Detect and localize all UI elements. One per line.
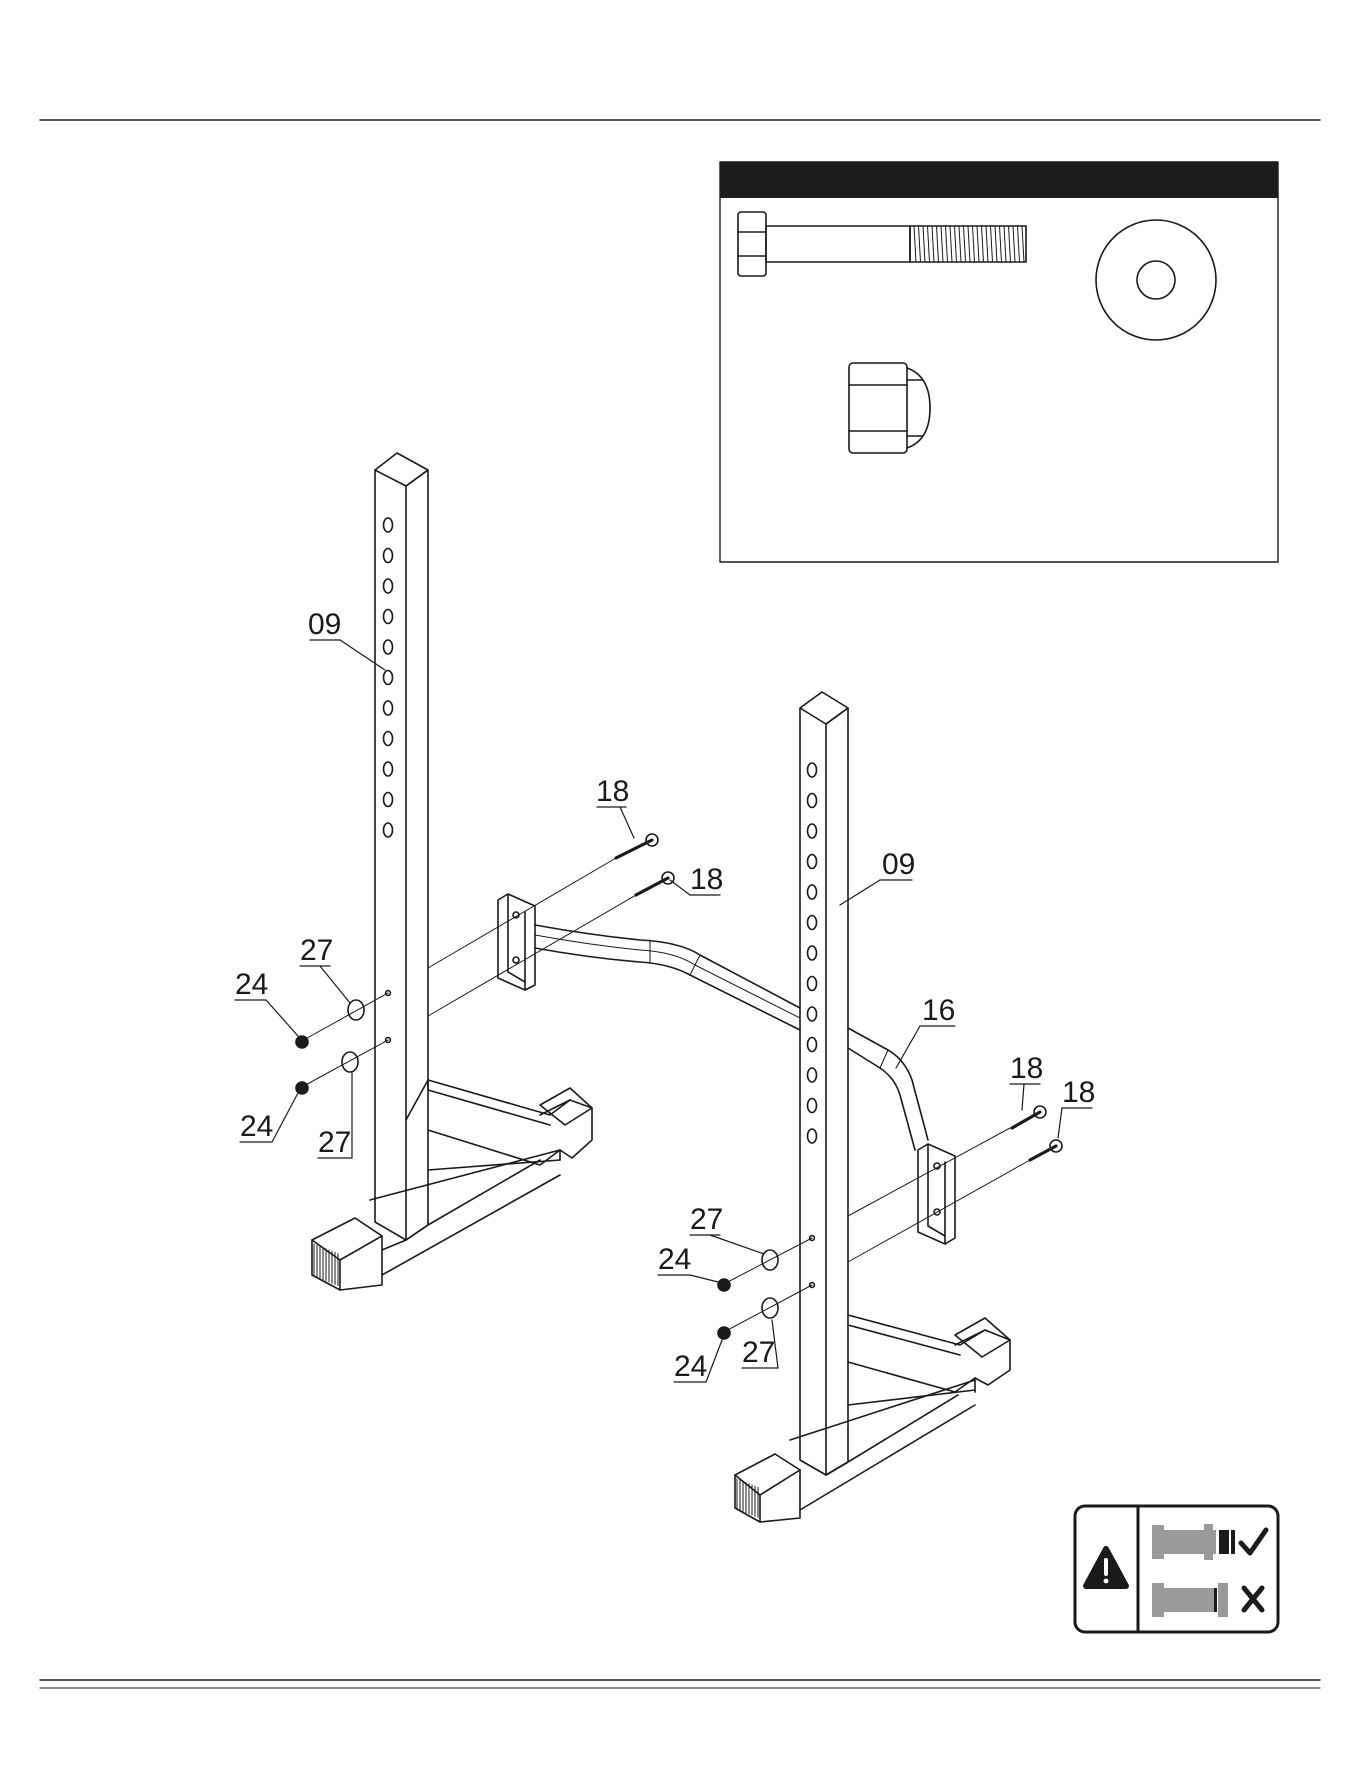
bolt-18-a xyxy=(616,834,658,858)
thread-line xyxy=(955,226,957,262)
upright-hole xyxy=(384,518,393,532)
thread-line xyxy=(1013,226,1015,262)
label-18-a: 18 xyxy=(596,775,629,808)
bolt-18-c xyxy=(1012,1106,1046,1128)
upright-hole xyxy=(808,1038,817,1052)
upright-hole xyxy=(808,855,817,869)
label-27-d: 27 xyxy=(742,1336,775,1369)
label-18-d: 18 xyxy=(1062,1076,1095,1109)
upright-hole xyxy=(808,794,817,808)
upright-hole xyxy=(808,1129,817,1143)
label-27-a: 27 xyxy=(300,934,333,967)
right-upright xyxy=(735,692,1010,1522)
thread-line xyxy=(923,226,925,262)
upright-hole xyxy=(808,824,817,838)
upright-hole xyxy=(384,579,393,593)
thread-line xyxy=(950,226,952,262)
upright-hole xyxy=(808,946,817,960)
thread-line xyxy=(1022,226,1024,262)
label-16: 16 xyxy=(922,994,955,1027)
callout-labels: 09 09 16 18 18 18 18 27 24 24 27 27 24 2… xyxy=(235,608,1095,1383)
washer-27-b xyxy=(342,1052,358,1072)
correct-bolt-icon xyxy=(1152,1524,1235,1560)
nut-24-c xyxy=(718,1279,730,1291)
upright-hole xyxy=(808,763,817,777)
right-hardware xyxy=(718,1106,1062,1339)
thread-line xyxy=(995,226,997,262)
thread-line xyxy=(919,226,921,262)
thread-line xyxy=(1004,226,1006,262)
thread-line xyxy=(986,226,988,262)
x-icon xyxy=(1244,1588,1262,1610)
upright-hole xyxy=(808,977,817,991)
bolt-18-d xyxy=(1030,1140,1062,1160)
nut-24-d xyxy=(718,1327,730,1339)
upright-hole xyxy=(384,793,393,807)
thread-line xyxy=(937,226,939,262)
thread-line xyxy=(1009,226,1011,262)
thread-line xyxy=(968,226,970,262)
check-icon xyxy=(1241,1530,1266,1553)
washer-icon xyxy=(1096,220,1216,340)
label-18-b: 18 xyxy=(690,863,723,896)
thread-line xyxy=(964,226,966,262)
label-27-c: 27 xyxy=(690,1203,723,1236)
upright-hole xyxy=(808,916,817,930)
upright-hole xyxy=(808,1099,817,1113)
thread-line xyxy=(1018,226,1020,262)
crossbar xyxy=(498,894,955,1244)
upright-hole xyxy=(384,610,393,624)
thread-line xyxy=(932,226,934,262)
upright-hole xyxy=(384,823,393,837)
upright-hole xyxy=(384,762,393,776)
label-24-d: 24 xyxy=(674,1350,707,1383)
hardware-box xyxy=(720,162,1278,562)
tightening-warning-box xyxy=(1075,1506,1278,1632)
label-09-right: 09 xyxy=(882,848,915,881)
thread-line xyxy=(946,226,948,262)
nut-24-b xyxy=(296,1082,308,1094)
thread-line xyxy=(928,226,930,262)
upright-hole xyxy=(808,1068,817,1082)
hardware-header-band xyxy=(720,162,1278,198)
washer-27-d xyxy=(762,1298,778,1318)
label-27-b: 27 xyxy=(318,1126,351,1159)
thread-line xyxy=(1000,226,1002,262)
bolt-18-b xyxy=(636,872,674,895)
label-24-a: 24 xyxy=(235,968,268,1001)
nut-24-a xyxy=(296,1036,308,1048)
label-18-c: 18 xyxy=(1010,1052,1043,1085)
thread-line xyxy=(914,226,916,262)
upright-hole xyxy=(384,549,393,563)
thread-line xyxy=(973,226,975,262)
upright-hole xyxy=(808,885,817,899)
thread-line xyxy=(941,226,943,262)
label-24-c: 24 xyxy=(658,1243,691,1276)
thread-line xyxy=(977,226,979,262)
upright-hole xyxy=(384,701,393,715)
incorrect-bolt-icon xyxy=(1152,1583,1228,1617)
warning-triangle-icon xyxy=(1086,1549,1126,1586)
label-24-b: 24 xyxy=(240,1110,273,1143)
left-upright xyxy=(312,453,592,1290)
upright-hole xyxy=(384,640,393,654)
nylock-nut-icon xyxy=(849,363,930,453)
upright-hole xyxy=(384,732,393,746)
upright-hole xyxy=(808,1007,817,1021)
left-hardware xyxy=(296,834,674,1094)
upright-hole xyxy=(384,671,393,685)
bolt-icon xyxy=(738,212,1026,276)
label-09-left: 09 xyxy=(308,608,341,641)
thread-line xyxy=(959,226,961,262)
thread-line xyxy=(982,226,984,262)
thread-line xyxy=(991,226,993,262)
